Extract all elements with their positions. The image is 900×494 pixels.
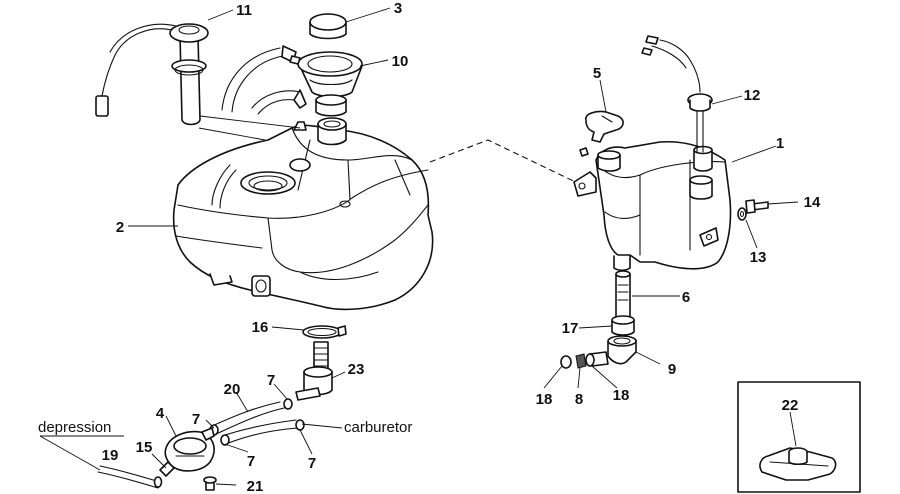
callout-10: 10 xyxy=(392,53,409,70)
callout-5: 5 xyxy=(593,65,601,82)
callout-8: 8 xyxy=(575,391,583,408)
speed-nut-clip xyxy=(759,447,837,481)
fuel-hose-20 xyxy=(211,401,285,435)
fuel-cap xyxy=(309,13,347,40)
vent-hoses xyxy=(221,45,307,115)
oil-pipe-nut xyxy=(611,315,635,336)
fuel-tap xyxy=(295,341,333,401)
callout-13: 13 xyxy=(750,249,767,266)
hose-clips xyxy=(209,398,305,446)
callout-3: 3 xyxy=(394,0,402,17)
callout-7-d: 7 xyxy=(308,455,316,472)
callout-11: 11 xyxy=(236,2,252,19)
pump-screw xyxy=(203,476,217,491)
oil-elbow-fitting xyxy=(589,335,637,367)
annotation-carburetor: carburetor xyxy=(344,419,412,436)
callout-12: 12 xyxy=(744,87,761,104)
oil-outlet-pipe xyxy=(615,270,631,319)
fuel-level-sender xyxy=(95,23,301,141)
oil-tank-washer xyxy=(737,207,747,221)
callout-4: 4 xyxy=(156,405,165,422)
callout-16: 16 xyxy=(252,319,269,336)
callout-2: 2 xyxy=(116,219,124,236)
callout-7-c: 7 xyxy=(247,453,255,470)
callout-17: 17 xyxy=(562,320,579,337)
fuel-vacuum-pump xyxy=(159,427,215,477)
leader-lines xyxy=(39,7,799,486)
callout-14: 14 xyxy=(804,194,821,211)
callout-labels: 1 2 3 4 5 6 7 7 7 7 8 9 10 11 12 13 14 1… xyxy=(38,0,821,494)
callout-1: 1 xyxy=(776,135,784,152)
callout-20: 20 xyxy=(224,381,241,398)
callout-23: 23 xyxy=(348,361,365,378)
oil-level-sensor xyxy=(641,35,713,153)
callout-7-b: 7 xyxy=(192,411,200,428)
annotation-depression: depression xyxy=(38,419,111,436)
callout-6: 6 xyxy=(682,289,690,306)
carburetor-hose xyxy=(221,419,299,445)
callout-18-a: 18 xyxy=(536,391,553,408)
filler-neck xyxy=(289,51,363,117)
oil-banjo-bolt-set xyxy=(560,353,595,369)
callout-7-a: 7 xyxy=(267,372,275,389)
assembly-dashed-line xyxy=(429,139,589,189)
oil-tank-bolt xyxy=(745,199,769,214)
callout-22: 22 xyxy=(782,397,799,414)
callout-21: 21 xyxy=(247,478,264,494)
callout-9: 9 xyxy=(668,361,676,378)
hose-clamp xyxy=(302,325,347,339)
callout-15: 15 xyxy=(136,439,153,456)
fuel-tank xyxy=(172,117,434,311)
callout-18-b: 18 xyxy=(613,387,630,404)
callout-19: 19 xyxy=(102,447,119,464)
oil-tank-cap xyxy=(585,110,624,143)
oil-tank xyxy=(573,140,732,272)
depression-hose xyxy=(97,465,163,489)
